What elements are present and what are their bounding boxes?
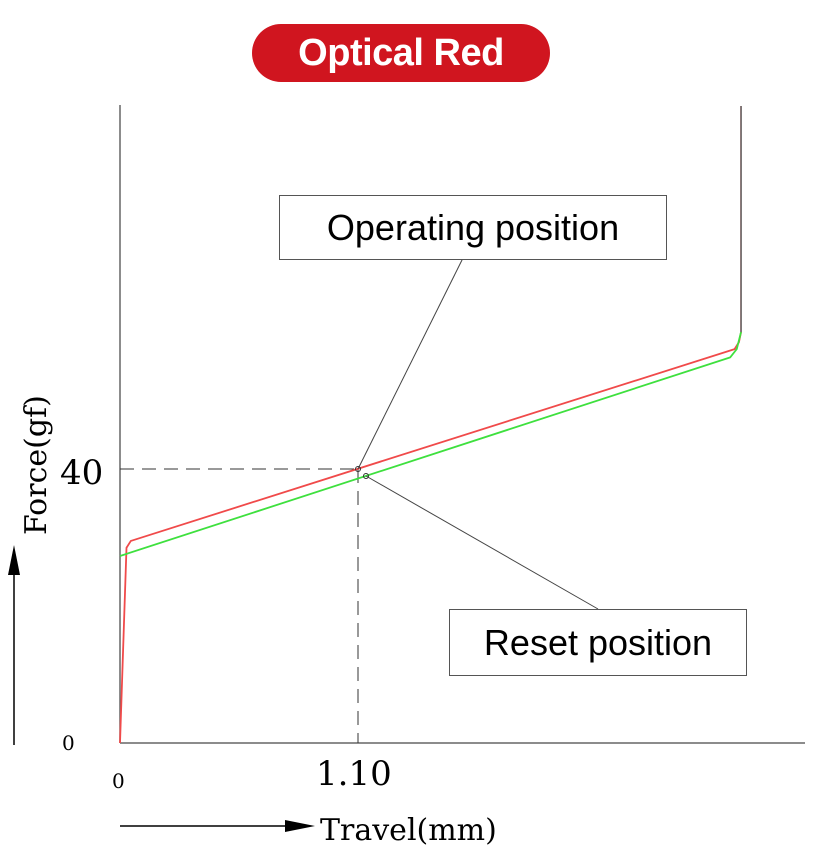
x-tick-1-10: 1.10 — [316, 754, 392, 794]
y-axis-label: Force(gf) — [19, 395, 54, 535]
x-arrow-head-icon — [285, 820, 315, 832]
operating-position-label: Operating position — [279, 195, 667, 260]
reset-leader-line — [365, 475, 599, 610]
reset-point — [363, 473, 369, 479]
series-release-line — [119, 331, 742, 557]
reset-position-label: Reset position — [449, 609, 747, 676]
y-tick-40: 40 — [60, 453, 103, 493]
operating-point — [355, 466, 361, 472]
y-tick-0: 0 — [62, 731, 75, 755]
x-axis-label: Travel(mm) — [320, 813, 497, 848]
chart-title-badge: Optical Red — [252, 24, 550, 82]
x-tick-0: 0 — [112, 769, 125, 793]
y-arrow-head-icon — [8, 545, 20, 575]
operating-leader-line — [357, 257, 464, 470]
